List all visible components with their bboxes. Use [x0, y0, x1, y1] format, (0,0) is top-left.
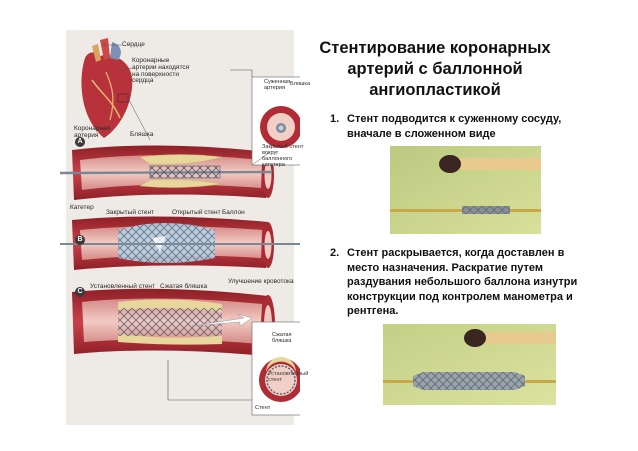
label-balloon: Баллон: [222, 209, 245, 216]
label-closed-stent-on-catheter: Закрытый стент вокруг баллонного катетер…: [262, 144, 304, 168]
step-2-number: 2.: [330, 247, 340, 259]
label-installed-stent: Установленный стент: [90, 283, 156, 290]
label-compressed-plaque-small: Сжатая бляшка: [272, 332, 292, 344]
panel-letter-b: B: [75, 235, 85, 245]
heart-illustration: [81, 38, 133, 138]
label-plaque: Бляшка: [130, 131, 154, 138]
label-closed-stent: Закрытый стент: [106, 209, 155, 216]
label-compressed-plaque: Сжатая бляшка: [160, 283, 208, 290]
label-catheter: Катетер: [70, 204, 94, 211]
label-coronary-artery: Коронарная артерия: [74, 125, 111, 139]
label-stent: Стент: [255, 405, 271, 411]
label-plaque-small: Бляшка: [290, 81, 311, 87]
step-1: 1. Стент подводится к суженному сосуду, …: [330, 112, 595, 144]
label-improved-flow: Улучшение кровотока: [228, 278, 294, 285]
artery-panel-a: [59, 145, 274, 200]
label-coronary-on-surface: Коронарные артерии находятся на поверхно…: [132, 57, 190, 85]
photo-folded-stent: [390, 146, 541, 234]
label-narrowed-artery: Суженная артерия: [264, 79, 291, 91]
step-2: 2. Стент раскрывается, когда доставлен в…: [330, 246, 595, 322]
panel-letter-a: A: [75, 137, 85, 147]
cross-section-stented: [251, 321, 300, 416]
label-heart: Сердце: [122, 41, 145, 48]
page-title: Стентирование коронарных артерий с балло…: [319, 39, 551, 99]
artery-panel-b: [60, 216, 300, 270]
step-1-number: 1.: [330, 113, 340, 125]
photo-expanded-stent: [383, 324, 556, 405]
stent-procedure-diagram: [59, 30, 300, 425]
label-installed-stent-small: Установленный стент: [268, 371, 309, 383]
cross-section-narrowed: [251, 76, 300, 166]
step-2-text: Стент раскрывается, когда доставлен в ме…: [347, 247, 578, 318]
label-open-stent: Открытый стент: [172, 209, 221, 216]
artery-panel-c: [72, 288, 275, 356]
step-1-text: Стент подводится к суженному сосуду, вна…: [347, 113, 562, 140]
panel-letter-c: C: [75, 287, 85, 297]
